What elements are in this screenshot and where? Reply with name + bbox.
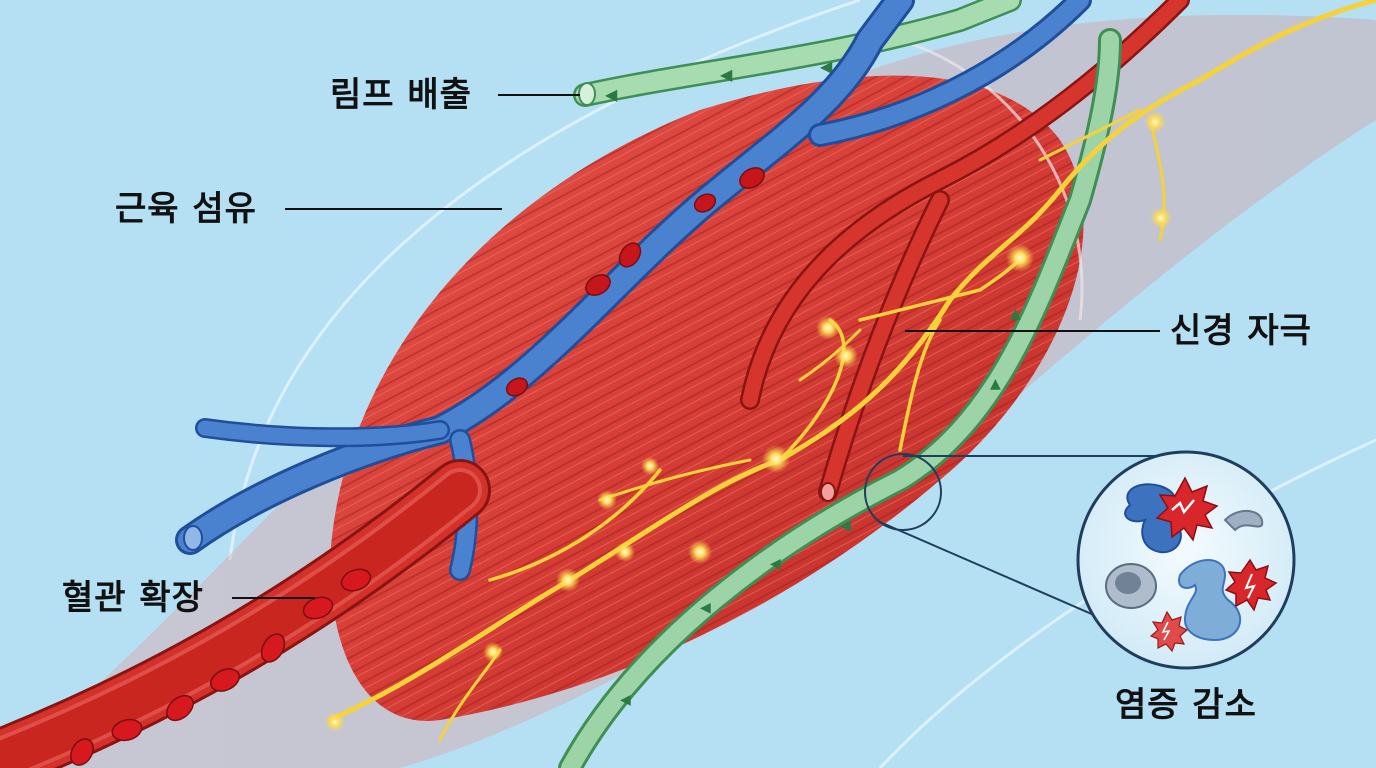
svg-text:◀: ◀ — [620, 692, 631, 708]
label-inflammation-reduction: 염증 감소 — [1115, 685, 1257, 725]
svg-text:◀: ◀ — [605, 85, 618, 104]
vein — [175, 0, 1092, 581]
artery-dilated — [0, 459, 491, 768]
muscle-belly — [330, 75, 1084, 721]
svg-text:◀: ◀ — [700, 600, 711, 616]
inflammation-inset — [864, 450, 1296, 670]
lymph-vessel-top: ◀ ◀ ◀ — [573, 0, 1022, 107]
lymph-vessel-bottom: ◀ ◀ ◀ ◀ ▲ ▲ — [558, 28, 1122, 768]
label-vasodilation: 혈관 확장 — [62, 578, 204, 618]
svg-text:◀: ◀ — [720, 65, 733, 84]
label-lymph-drainage: 림프 배출 — [330, 75, 472, 115]
svg-text:▲: ▲ — [990, 376, 1001, 392]
svg-text:▲: ▲ — [1010, 306, 1021, 322]
label-muscle-fiber: 근육 섬유 — [115, 189, 257, 229]
red-blood-cells-artery — [70, 568, 372, 766]
label-nerve-stimulation: 신경 자극 — [1170, 311, 1312, 351]
svg-text:◀: ◀ — [820, 57, 833, 76]
nerve-impulse-glows — [325, 111, 1172, 732]
svg-text:◀: ◀ — [840, 518, 851, 534]
leader-lines — [232, 94, 1160, 599]
svg-text:◀: ◀ — [770, 556, 781, 572]
